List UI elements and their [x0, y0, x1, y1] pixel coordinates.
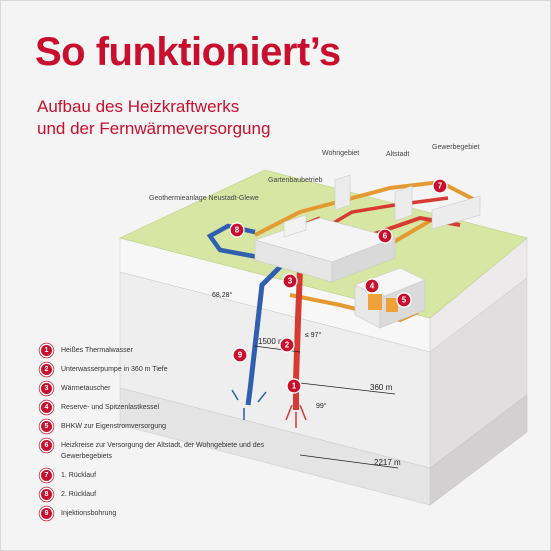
legend-item: 3 Wärmetauscher — [41, 383, 271, 394]
depth-360-line — [299, 382, 396, 395]
greenhouse — [283, 214, 307, 238]
svg-text:2: 2 — [285, 341, 290, 350]
depth-360: 360 m — [370, 383, 393, 392]
page-title: So funktioniert’s — [35, 30, 341, 74]
svg-text:8: 8 — [235, 226, 240, 235]
commercial-building — [431, 195, 481, 230]
distance-1500: 1500 m — [258, 337, 285, 346]
chp-unit — [386, 298, 398, 312]
supply-pipe-oldtown — [329, 196, 449, 227]
marker-5: 5 — [396, 292, 412, 308]
legend-text: Wärmetauscher — [61, 385, 111, 392]
legend-text: Reserve- und Spitzenlastkessel — [61, 404, 160, 411]
legend-text: 2. Rücklauf — [61, 491, 97, 498]
legend-badge: 7 — [41, 470, 52, 481]
legend-text: Unterwasserpumpe in 360 m Tiefe — [61, 366, 168, 373]
marker-2: 2 — [279, 337, 295, 353]
legend-item: 1 Heißes Thermalwasser — [41, 345, 271, 356]
legend-item: 7 1. Rücklauf — [41, 470, 271, 481]
boiler-unit — [368, 294, 382, 310]
legend-item: 8 2. Rücklauf — [41, 489, 271, 500]
svg-text:3: 3 — [288, 277, 293, 286]
marker-1: 1 — [286, 378, 302, 394]
depth-2217: 2217 m — [374, 458, 401, 467]
temp-97: ≤ 97° — [305, 331, 322, 339]
legend-badge: 1 — [41, 345, 52, 356]
injection-spread-arrows — [231, 389, 267, 420]
label-gartenbaubetrieb: Gartenbaubetrieb — [268, 177, 323, 184]
legend-badge: 9 — [41, 508, 52, 519]
svg-text:9: 9 — [238, 351, 243, 360]
svg-text:7: 7 — [438, 182, 443, 191]
production-well-pipe — [293, 269, 303, 410]
production-inflow-arrows — [285, 404, 307, 428]
legend-badge: 2 — [41, 364, 52, 375]
plant-building-side — [331, 237, 396, 283]
label-altstadt: Altstadt — [386, 151, 409, 158]
legend-badge: 6 — [41, 440, 52, 451]
legend-item: 9 Injektionsbohrung — [41, 508, 271, 519]
temp-99: 99° — [316, 402, 327, 410]
page-subtitle: Aufbau des Heizkraftwerks und der Fernwä… — [37, 96, 270, 140]
marker-3: 3 — [282, 273, 298, 289]
injection-pipe-vertical — [245, 260, 287, 406]
legend-item: 5 BHKW zur Eigenstromversorgung — [41, 421, 271, 432]
legend-item: 2 Unterwasserpumpe in 360 m Tiefe — [41, 364, 271, 375]
svg-text:1: 1 — [292, 382, 297, 391]
label-wohngebiet: Wohngebiet — [322, 150, 359, 157]
legend-item: 4 Reserve- und Spitzenlastkessel — [41, 402, 271, 413]
legend-badge: 8 — [41, 489, 52, 500]
marker-6: 6 — [377, 228, 393, 244]
residential-building — [334, 174, 351, 211]
marker-4: 4 — [364, 278, 380, 294]
temp-68: 68,28° — [212, 291, 233, 299]
svg-text:5: 5 — [402, 296, 407, 305]
distance-line — [253, 345, 301, 353]
legend-badge: 5 — [41, 421, 52, 432]
marker-9: 9 — [232, 347, 248, 363]
depth-2217-line — [299, 454, 399, 469]
svg-text:4: 4 — [370, 282, 375, 291]
label-geothermie: Geothermieanlage Neustadt-Glewe — [149, 195, 259, 202]
legend-text: Injektionsbohrung — [61, 510, 117, 517]
label-gewerbegebiet: Gewerbegebiet — [432, 144, 480, 151]
legend-item: 6 Heizkreise zur Versorgung der Altstadt,… — [41, 440, 271, 462]
legend: 1 Heißes Thermalwasser 2 Unterwasserpumpe … — [41, 345, 271, 527]
subtitle-line-2: und der Fernwärmeversorgung — [37, 119, 271, 138]
legend-text: Heißes Thermalwasser — [61, 347, 133, 354]
legend-text: BHKW zur Eigenstromversorgung — [61, 423, 167, 430]
oldtown-building — [394, 185, 413, 222]
marker-8: 8 — [229, 222, 245, 238]
legend-text: 1. Rücklauf — [61, 472, 97, 479]
legend-badge: 4 — [41, 402, 52, 413]
legend-text: Heizkreise zur Versorgung der Altstadt, … — [61, 442, 264, 460]
legend-badge: 3 — [41, 383, 52, 394]
svg-text:6: 6 — [383, 232, 388, 241]
subtitle-line-1: Aufbau des Heizkraftwerks — [37, 97, 240, 116]
ground-layer-3-front — [119, 387, 431, 506]
marker-7: 7 — [432, 178, 448, 194]
